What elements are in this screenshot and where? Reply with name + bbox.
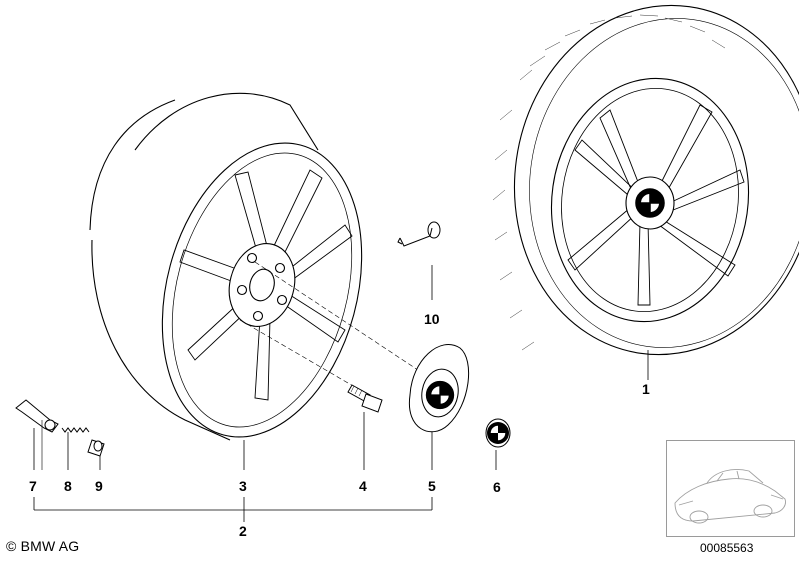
wheel-bolt (347, 384, 383, 413)
valve-cap (87, 439, 105, 457)
valve-spring (61, 427, 90, 433)
document-number: 00085563 (700, 541, 754, 555)
callout-4: 4 (359, 478, 367, 494)
wheel-emblem (485, 418, 511, 448)
callout-6: 6 (493, 479, 501, 495)
complete-wheel-with-tire (492, 4, 799, 356)
callout-2: 2 (239, 523, 247, 539)
light-alloy-rim (89, 92, 431, 441)
hub-cap (408, 344, 470, 433)
callout-3: 3 (239, 478, 247, 494)
callout-5: 5 (428, 478, 436, 494)
copyright-notice: © BMW AG (6, 538, 80, 554)
valve (15, 399, 59, 470)
callout-7: 7 (29, 478, 37, 494)
leader-lines (33, 265, 649, 522)
callout-1: 1 (642, 381, 650, 397)
vehicle-thumbnail (666, 440, 795, 537)
callout-9: 9 (95, 478, 103, 494)
callout-8: 8 (64, 478, 72, 494)
callout-10: 10 (424, 311, 440, 327)
hub-cap-puller (397, 221, 441, 247)
car-thumbnail-icon (674, 469, 786, 524)
